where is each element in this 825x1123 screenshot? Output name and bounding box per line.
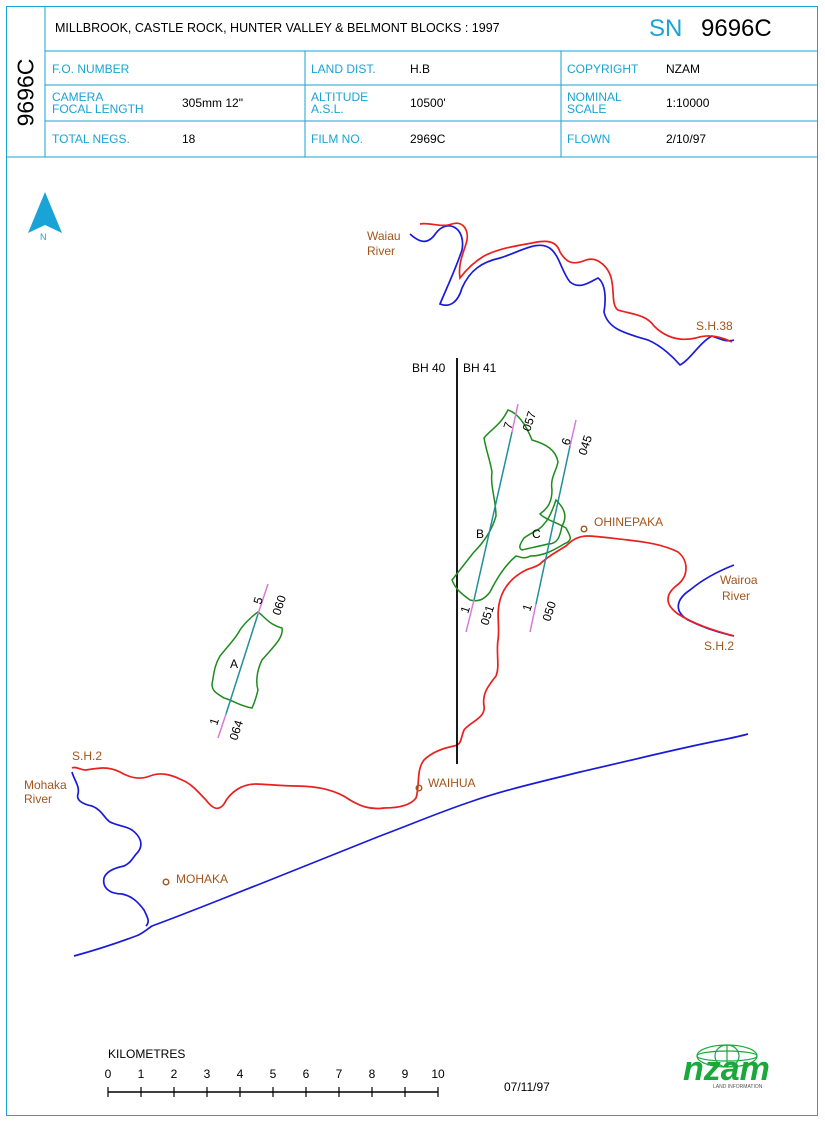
sn-prefix: SN [649,15,683,42]
block-a-outline [211,611,283,709]
scale-tick-label: 4 [237,1067,244,1081]
film-no-value: 2969C [410,132,446,146]
wairoa-river-label-1: Wairoa [720,573,758,587]
run-c-flight-line [529,419,577,633]
run-a-end-neg: 5 [251,595,266,606]
flown-value: 2/10/97 [666,132,707,146]
svg-text:nzam: nzam [683,1050,770,1088]
scale-tick-label: 5 [270,1067,277,1081]
block-b-outline [451,409,571,602]
run-b-start-neg: 1 [458,604,473,615]
run-c-end-photo: 045 [576,433,596,457]
sh2-west-label: S.H.2 [72,749,102,763]
svg-text:N: N [40,232,47,242]
film-no-label: FILM NO. [311,132,364,146]
flown-label: FLOWN [567,132,611,146]
run-c-start-photo: 050 [540,599,560,623]
scale-tick-label: 2 [171,1067,178,1081]
run-b-flight-line [465,403,519,633]
total-negs-label: TOTAL NEGS. [52,132,130,146]
altitude-value: 10500' [410,96,446,110]
sh2-east-label: S.H.2 [704,639,734,653]
copyright-value: NZAM [666,62,700,76]
scale-tick-label: 9 [402,1067,409,1081]
ohinepaka-label: OHINEPAKA [594,515,663,529]
copyright-label: COPYRIGHT [567,62,639,76]
scale-tick-label: 0 [105,1067,112,1081]
scale-tick-label: 10 [431,1067,445,1081]
waiau-river-label-2: River [367,244,395,258]
scale-tick-label: 8 [369,1067,376,1081]
sh38-label: S.H.38 [696,319,733,333]
land-dist-value: H.B [410,62,431,76]
run-a-letter: A [230,657,238,671]
mohaka-river-label-1: Mohaka [24,778,67,792]
scale-tick-label: 6 [303,1067,310,1081]
land-dist-label: LAND DIST. [311,62,376,76]
bh40-label: BH 40 [412,361,446,375]
mohaka-marker [162,878,170,886]
scale-bar-title: KILOMETRES [108,1047,185,1061]
run-b-end-neg: 7 [501,420,516,431]
sheet-frame [6,6,818,1116]
sn-code: 9696C [701,15,772,42]
north-arrow-icon: N [28,192,62,242]
waihua-label: WAIHUA [428,776,476,790]
run-c-start-neg: 1 [520,602,535,613]
sheet-date: 07/11/97 [504,1080,550,1094]
run-a-end-photo: 060 [270,593,290,617]
run-b-start-photo: 051 [478,603,498,627]
run-a-start-photo: 064 [227,718,247,742]
run-b-letter: B [476,527,484,541]
block-c-outline [519,498,566,551]
scale-bar: KILOMETRES 0 1 2 3 4 5 6 7 8 9 10 [105,1047,445,1097]
nominal-scale-value: 1:10000 [666,96,710,110]
wairoa-river-label-2: River [722,589,750,603]
bh41-label: BH 41 [463,361,497,375]
waiau-river-label-1: Waiau [367,229,401,243]
mohaka-label: MOHAKA [176,872,228,886]
run-b-end-photo: 057 [520,409,540,433]
waiau-river [409,225,735,367]
mohaka-river-label-2: River [24,792,52,806]
scale-tick-label: 7 [336,1067,343,1081]
scale-tick-label: 1 [138,1067,145,1081]
run-c-end-neg: 6 [559,436,574,447]
sh38-road [419,222,733,343]
fo-number-label: F.O. NUMBER [52,62,130,76]
ohinepaka-marker [580,525,588,533]
run-a-flight-line [217,583,269,739]
sheet-title: MILLBROOK, CASTLE ROCK, HUNTER VALLEY & … [55,21,500,35]
waihua-marker [415,784,423,792]
nzam-logo: nzam LAND INFORMATION [683,1044,770,1090]
run-a-start-neg: 1 [207,716,222,727]
camera-value: 305mm 12" [182,96,243,110]
sh2-road [71,535,735,810]
mohaka-river [71,771,150,927]
coastline [73,733,749,957]
scale-tick-label: 3 [204,1067,211,1081]
run-c-letter: C [532,527,541,541]
total-negs-value: 18 [182,132,196,146]
svg-text:LAND INFORMATION: LAND INFORMATION [713,1084,763,1090]
